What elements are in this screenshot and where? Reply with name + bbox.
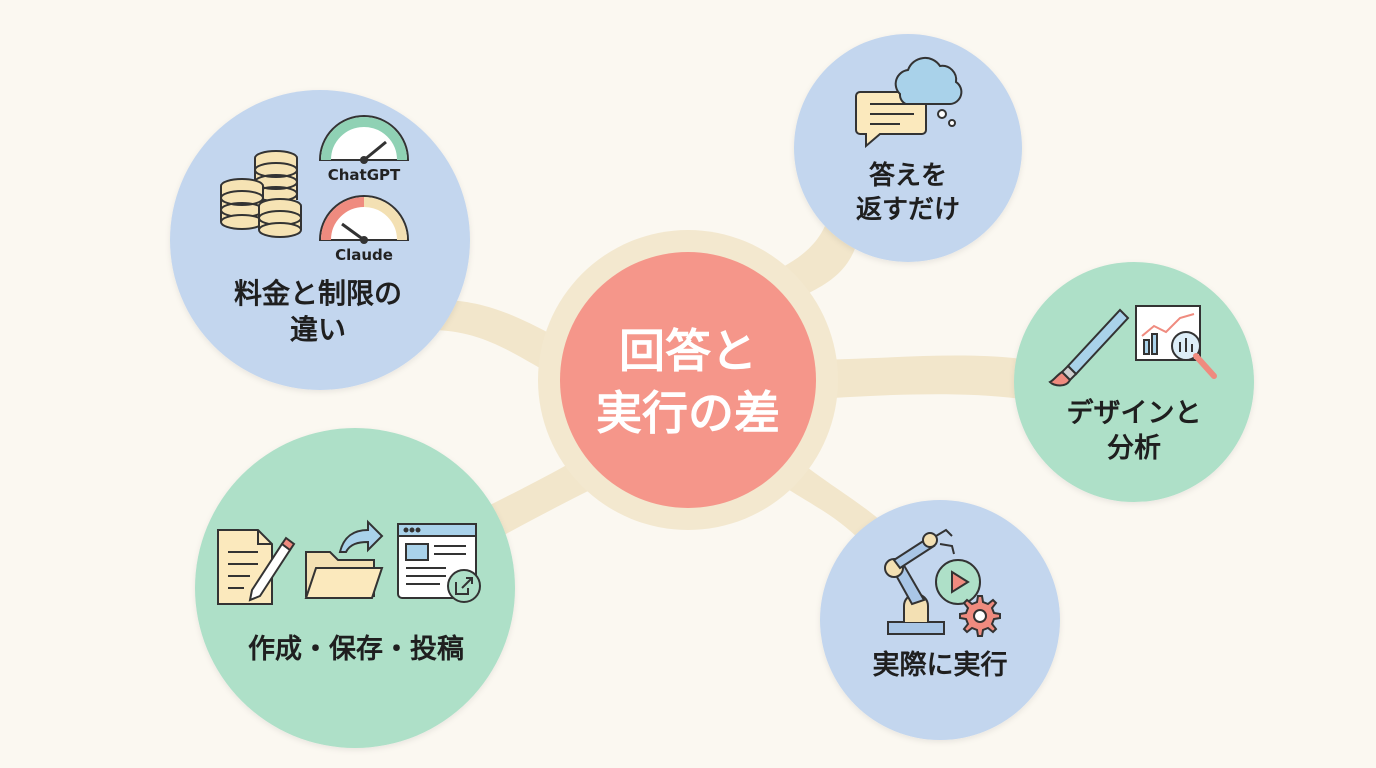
gauge-chatgpt-label: ChatGPT — [327, 166, 401, 184]
robot-arm-icon — [884, 528, 955, 635]
thought-cloud-icon — [894, 56, 963, 127]
node-pricing-line2: 違い — [289, 313, 347, 347]
gauge-claude-icon — [318, 195, 410, 244]
center-label-line1: 回答と — [619, 324, 757, 378]
coins-icon — [220, 150, 302, 238]
external-link-icon — [447, 569, 481, 603]
node-execute — [820, 500, 1060, 740]
center-label-line2: 実行の差 — [596, 386, 780, 441]
chart-magnifier-icon — [1135, 305, 1217, 379]
node-answers — [794, 34, 1022, 262]
gauge-chatgpt-icon — [318, 115, 410, 164]
node-design-line1: デザインと — [1066, 398, 1202, 429]
gear-icon — [959, 595, 1001, 637]
node-create-label: 作成・保存・投稿 — [248, 632, 464, 667]
connector-design — [800, 355, 1030, 400]
node-pricing-label: 料金と制限の 違い — [234, 276, 402, 349]
node-answers-label: 答えを 返すだけ — [856, 160, 960, 228]
center-node — [560, 252, 816, 508]
node-execute-label: 実際に実行 — [873, 648, 1008, 683]
node-answers-line1: 答えを — [868, 161, 948, 191]
gauge-claude-label: Claude — [335, 246, 393, 264]
center-label: 回答と 実行の差 — [596, 320, 780, 444]
node-pricing-line1: 料金と制限の — [233, 277, 403, 310]
paintbrush-icon — [1048, 308, 1130, 387]
node-answers-line2: 返すだけ — [855, 194, 961, 225]
folder-share-icon — [304, 519, 384, 599]
node-create-line1: 作成・保存・投稿 — [248, 634, 464, 665]
play-icon — [935, 559, 981, 605]
node-execute-line1: 実際に実行 — [872, 650, 1008, 681]
document-pencil-icon — [217, 529, 296, 605]
node-design-line2: 分析 — [1107, 433, 1161, 465]
node-design-label: デザインと 分析 — [1067, 396, 1202, 466]
